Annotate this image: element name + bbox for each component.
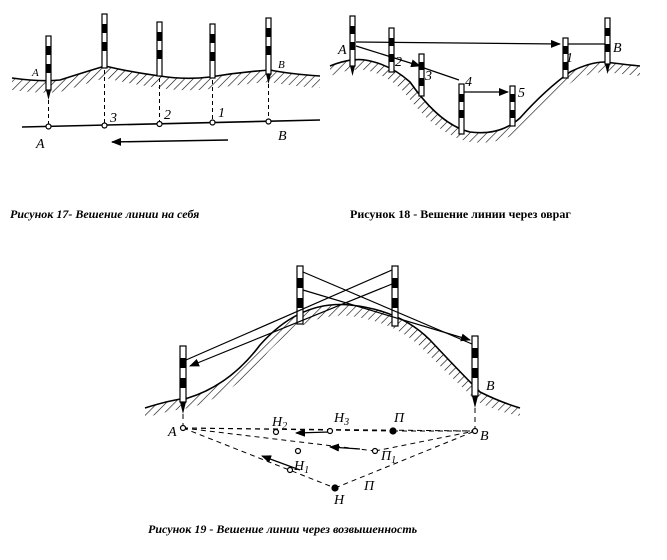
fig19-plan-arrow-p1 — [329, 443, 361, 452]
fig18-label-2: 2 — [395, 55, 402, 70]
fig19-hill-profile — [144, 303, 521, 409]
fig19-pole-p — [391, 265, 399, 327]
figure-18: A 2 3 4 5 1 B — [329, 15, 641, 143]
fig19-sight-line-n-b — [302, 289, 471, 342]
fig18-pole-4 — [458, 83, 465, 135]
fig19-label-n1: Н1 — [293, 459, 309, 476]
fig17-pole-label-a: A — [31, 67, 39, 79]
figure-17-caption: Рисунок 17- Вешение линии на себя — [10, 207, 200, 221]
fig18-label-5: 5 — [518, 86, 525, 101]
figure-17: A B A 3 2 1 B — [11, 13, 321, 152]
fig19-projection-lines — [182, 408, 476, 489]
fig17-pole-1 — [209, 23, 216, 79]
fig18-pole-3 — [418, 53, 425, 97]
fig18-label-b: B — [613, 41, 622, 56]
fig19-sight-line-p-a — [189, 283, 393, 367]
fig17-pole-a — [45, 35, 52, 100]
fig18-ravine-hatch — [330, 59, 640, 143]
figure-19: B — [144, 265, 521, 508]
fig19-plan-arrow-n3 — [295, 428, 331, 437]
fig18-sight-line-a-3 — [355, 45, 421, 68]
fig19-label-p-low: П — [363, 479, 375, 494]
figure-19-caption: Рисунок 19 - Вешение линии через возвыше… — [148, 522, 418, 536]
fig19-label-b: B — [480, 429, 489, 444]
fig18-pole-1 — [562, 37, 569, 79]
fig18-label-4: 4 — [465, 75, 472, 90]
fig17-line-points — [45, 118, 272, 130]
fig19-plan-arrow-n1 — [261, 455, 301, 471]
fig17-line-label-1: 1 — [218, 106, 225, 121]
fig18-pole-a — [349, 15, 356, 76]
fig17-line-label-3: 3 — [109, 111, 117, 126]
fig19-label-n: Н — [333, 493, 345, 508]
fig18-pole-b — [604, 17, 611, 74]
fig17-pole-b — [265, 17, 272, 84]
fig19-pole-label-b: B — [486, 379, 495, 394]
figure-18-caption: Рисунок 18 - Вешение линии через овраг — [350, 207, 571, 221]
fig17-pole-label-b: B — [278, 59, 285, 71]
fig18-sight-line-3-4 — [423, 67, 460, 81]
fig17-ground-hatch — [12, 66, 320, 93]
fig18-sight-line-top — [355, 39, 561, 48]
fig17-line-label-2: 2 — [164, 108, 171, 123]
fig19-pole-n — [296, 265, 304, 325]
fig19-pole-a — [179, 345, 187, 414]
fig19-label-a: A — [167, 425, 177, 440]
fig19-plan-points — [179, 424, 479, 492]
fig19-pole-b — [471, 335, 479, 408]
fig17-pole-3 — [101, 13, 108, 69]
fig18-pole-5 — [509, 85, 516, 127]
fig17-base-line — [21, 119, 321, 128]
fig19-label-n2: Н2 — [271, 415, 287, 432]
fig18-label-1: 1 — [566, 51, 573, 66]
fig19-label-n3: Н3 — [333, 411, 349, 428]
fig19-label-p: П — [393, 411, 405, 426]
fig18-label-a: A — [337, 43, 347, 58]
fig17-line-label-a: A — [35, 137, 45, 152]
fig18-label-3: 3 — [424, 69, 432, 84]
fig17-pole-2 — [156, 21, 163, 77]
fig18-pole-2 — [388, 27, 395, 73]
fig17-projection-lines — [48, 70, 269, 126]
fig17-line-label-b: B — [278, 129, 287, 144]
fig19-label-p1: П1 — [380, 449, 396, 466]
fig19-sight-line-a-p — [185, 269, 393, 361]
fig17-direction-arrow — [111, 137, 229, 146]
